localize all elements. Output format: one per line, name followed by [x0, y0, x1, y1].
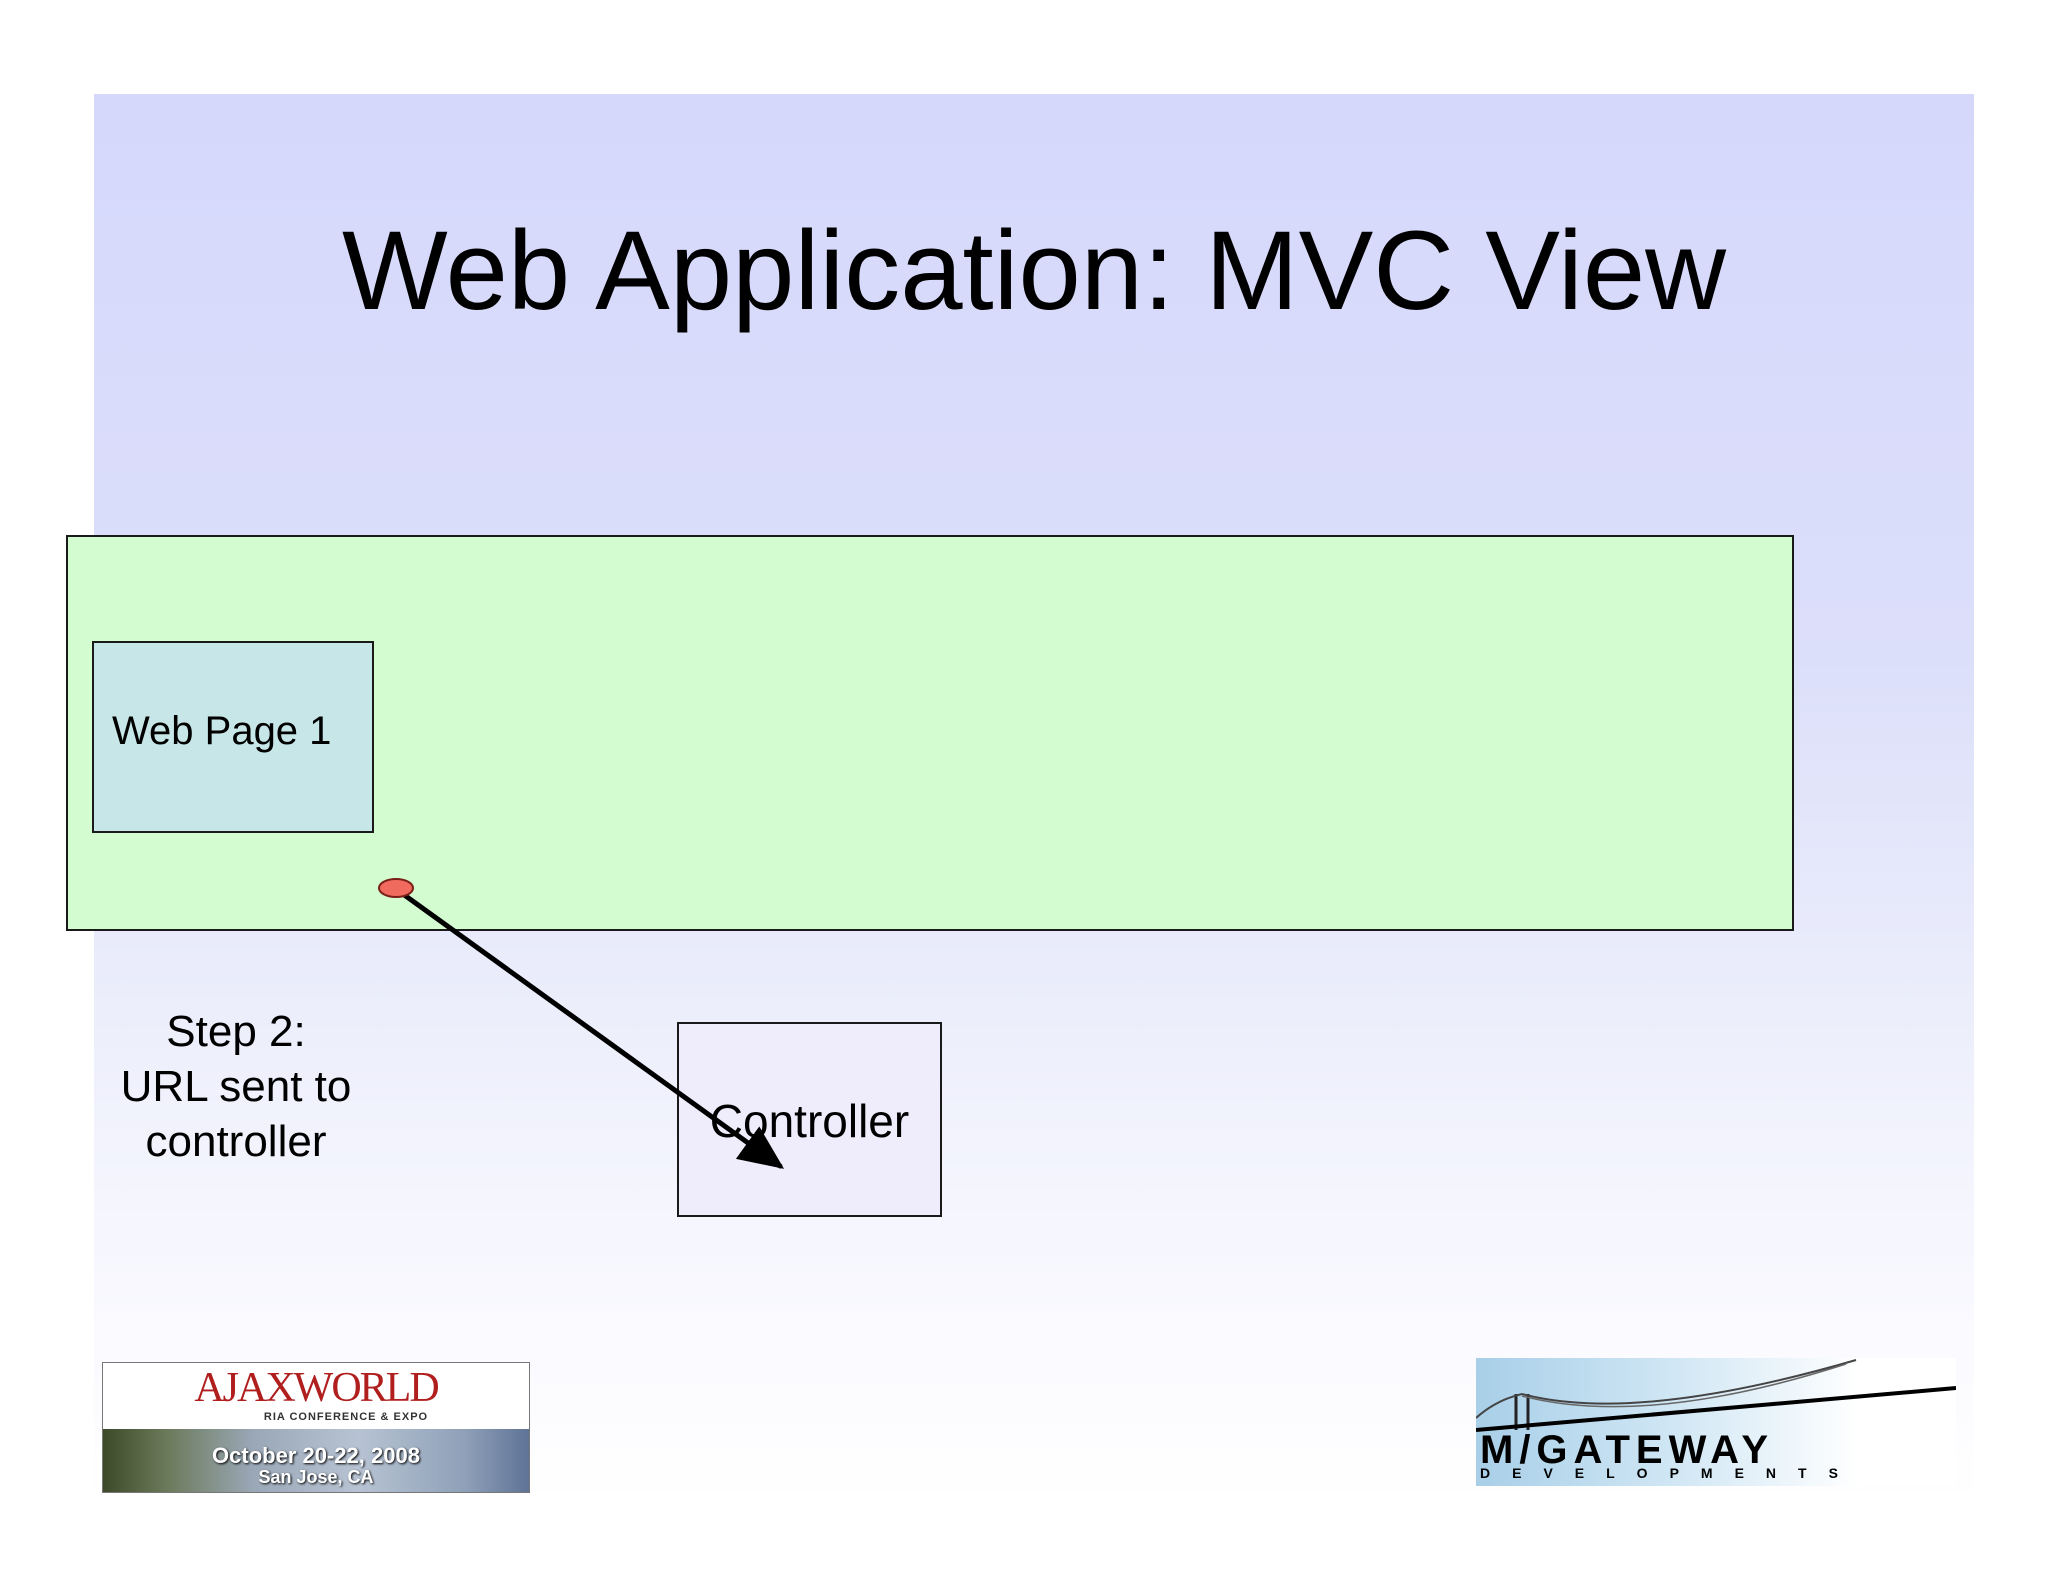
controller-label: Controller: [709, 1095, 910, 1147]
step-description: Step 2: URL sent to controller: [96, 1004, 376, 1169]
ajaxworld-brand: AJAXWORLD: [194, 1365, 439, 1411]
step-line-2: URL sent to: [120, 1062, 352, 1111]
ajaxworld-date: October 20-22, 2008: [212, 1443, 420, 1468]
step-line-1: Step 2:: [166, 1007, 306, 1056]
ajaxworld-photo-banner: [103, 1429, 529, 1492]
mgateway-subtitle: DEVELOPMENTS: [1480, 1465, 1860, 1481]
ajaxworld-logo-top: [103, 1363, 529, 1429]
controller-box: Controller: [677, 1022, 942, 1217]
slide-title: Web Application: MVC View: [341, 208, 1727, 333]
web-page-label: Web Page 1: [112, 709, 332, 753]
mgateway-name: M/GATEWAY: [1480, 1428, 1775, 1472]
ajaxworld-subtitle: RIA CONFERENCE & EXPO: [263, 1411, 429, 1423]
step-line-3: controller: [145, 1117, 327, 1166]
web-page-box: Web Page 1: [92, 641, 374, 833]
mgateway-logo: M/GATEWAY DEVELOPMENTS: [1476, 1358, 1956, 1486]
ajaxworld-place: San Jose, CA: [258, 1467, 374, 1487]
ajaxworld-logo: AJAXWORLD RIA CONFERENCE & EXPO October …: [102, 1362, 530, 1493]
bridge-icon: [1476, 1359, 1956, 1432]
